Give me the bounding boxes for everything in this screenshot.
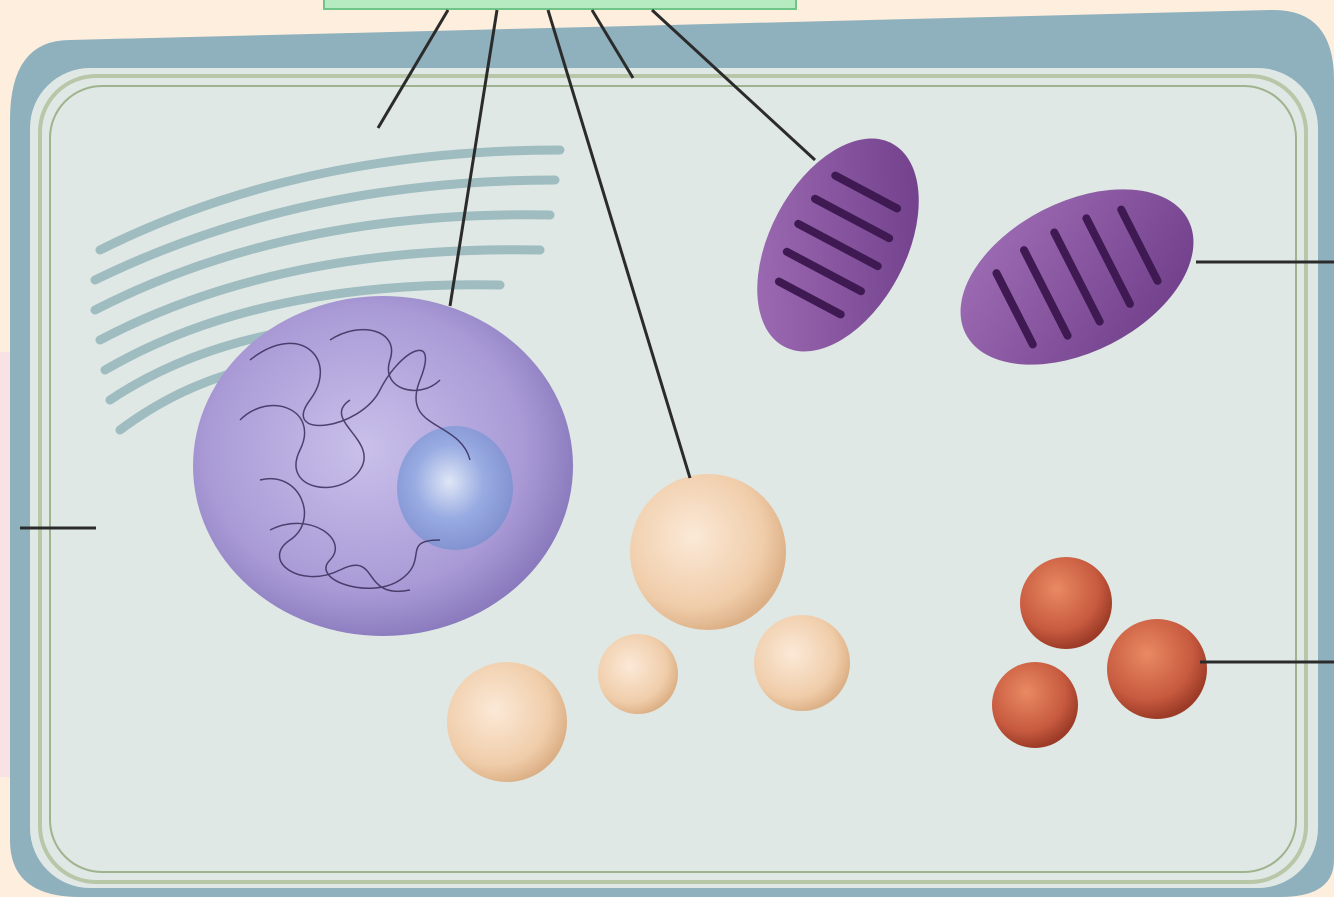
nucleus-icon [193, 296, 573, 636]
